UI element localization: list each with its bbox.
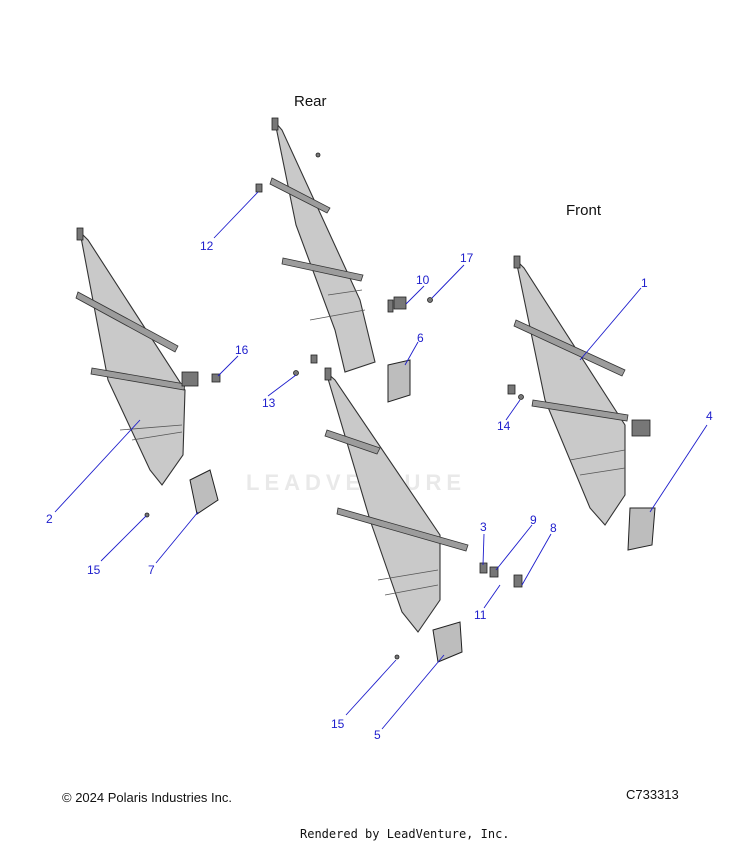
callout-3: 3 — [480, 520, 487, 534]
callout-16: 16 — [235, 343, 249, 357]
callout-7: 7 — [148, 563, 155, 577]
callout-6: 6 — [417, 331, 424, 345]
hardware-parts — [144, 152, 656, 663]
rear-label: Rear — [294, 93, 327, 110]
rendered-by-text: Rendered by LeadVenture, Inc. — [300, 827, 510, 841]
callout-10: 10 — [416, 273, 430, 287]
copyright-text: © 2024 Polaris Industries Inc. — [62, 790, 232, 805]
rear-upper-panel — [269, 117, 376, 373]
callout-13: 13 — [262, 396, 276, 410]
callout-9: 9 — [530, 513, 537, 527]
callout-8: 8 — [550, 521, 557, 535]
callout-11: 11 — [474, 608, 487, 622]
callout-15-left: 15 — [87, 563, 101, 577]
callout-5: 5 — [374, 728, 381, 742]
front-right-panel — [513, 255, 651, 526]
callout-numbers: 1 2 3 4 5 6 7 8 9 10 11 12 13 14 15 15 1… — [46, 239, 713, 742]
callout-1: 1 — [641, 276, 648, 290]
front-center-panel — [324, 367, 469, 633]
leader-lines — [54, 191, 708, 730]
callout-17: 17 — [460, 251, 474, 265]
rear-left-panel — [75, 227, 199, 486]
callout-4: 4 — [706, 409, 713, 423]
front-label: Front — [566, 202, 602, 219]
diagram-code: C733313 — [626, 787, 679, 802]
watermark: LEADVENTURE — [246, 470, 467, 495]
callout-15-bottom: 15 — [331, 717, 345, 731]
callout-2: 2 — [46, 512, 53, 526]
callout-12: 12 — [200, 239, 214, 253]
callout-14: 14 — [497, 419, 511, 433]
